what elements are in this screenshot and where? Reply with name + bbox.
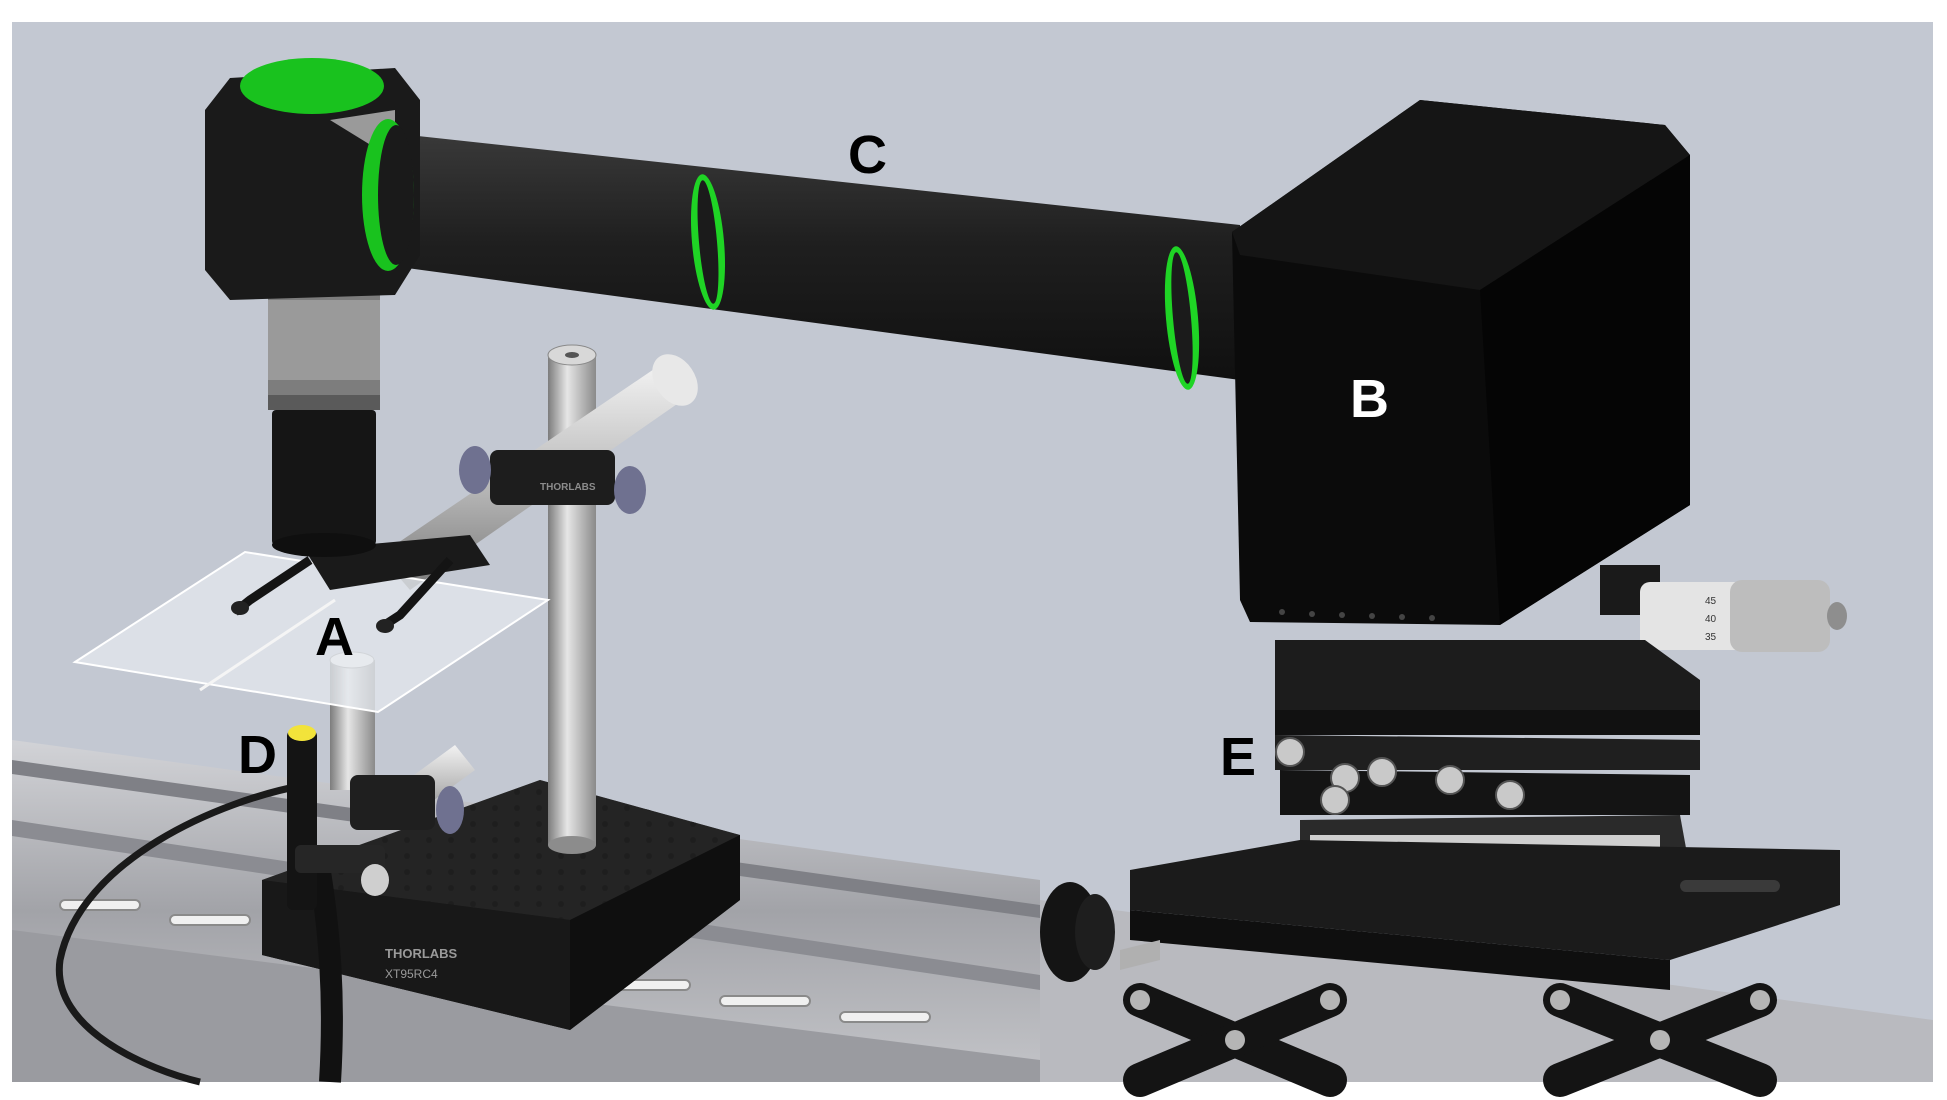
- breadboard-model-text: XT95RC4: [385, 967, 438, 981]
- callout-label-c: C: [848, 125, 887, 185]
- tube-arm: [362, 130, 1240, 390]
- micrometer: 45 40 35: [1600, 565, 1847, 652]
- callout-label-b: B: [1350, 369, 1389, 429]
- glass-slide: [72, 550, 551, 714]
- stage-knobs: [1275, 737, 1525, 815]
- fiber-probe: [55, 725, 389, 1086]
- clamp-brand-text: THORLABS: [540, 482, 596, 493]
- callout-label-d: D: [238, 725, 277, 785]
- micrometer-tick: 40: [1705, 614, 1717, 625]
- breadboard-brand-text: THORLABS: [385, 946, 458, 961]
- camera-box: [1232, 100, 1690, 625]
- micrometer-tick: 35: [1705, 632, 1717, 643]
- elbow-cube: [205, 58, 420, 300]
- lab-jack: [1040, 840, 1840, 1097]
- callout-label-a: A: [315, 607, 354, 667]
- cross-rod-clamp: THORLABS: [380, 354, 698, 590]
- micrometer-tick: 45: [1705, 596, 1717, 607]
- callout-label-e: E: [1220, 727, 1257, 787]
- objective-column: [268, 285, 380, 557]
